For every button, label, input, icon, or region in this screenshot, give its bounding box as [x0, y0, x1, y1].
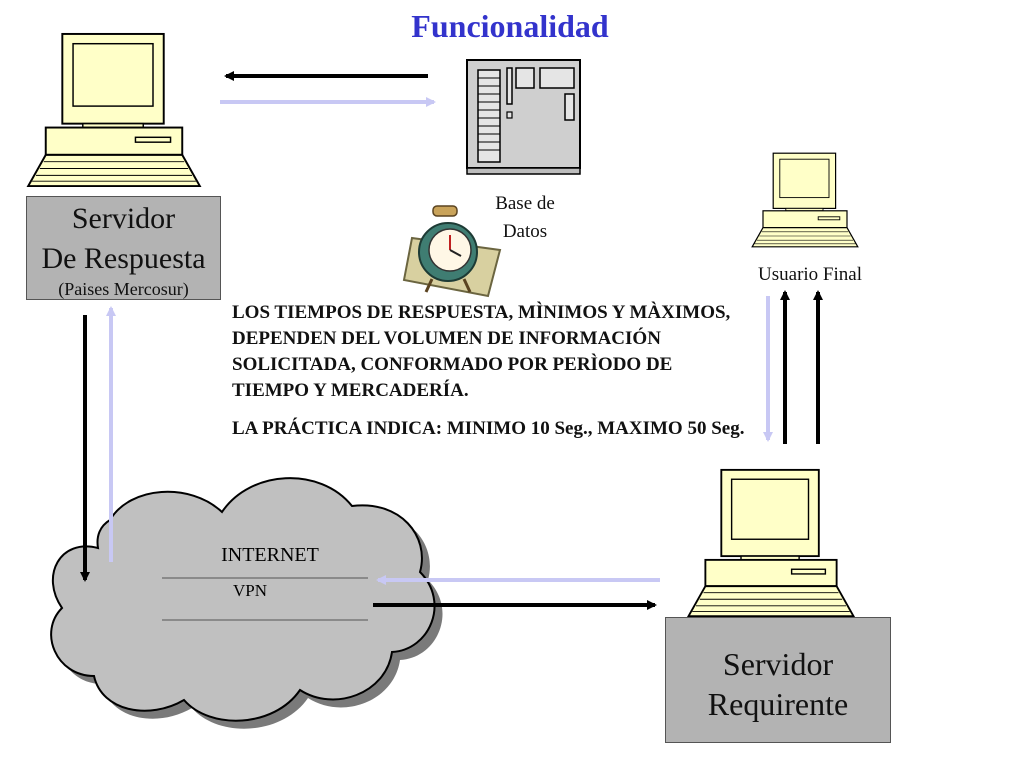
servidor-requirente-computer-icon [687, 468, 855, 618]
base-datos-server-tower-icon [466, 59, 581, 175]
servidor-requirente-label: Servidor Requirente [665, 617, 891, 743]
servidor-respuesta-computer-icon [27, 32, 201, 188]
servidor-requirente-line2: Requirente [707, 686, 849, 722]
internet-cloud-icon [50, 477, 443, 729]
servidor-respuesta-label: Servidor De Respuesta (Paises Mercosur) [26, 196, 221, 300]
page-title: Funcionalidad [411, 8, 609, 44]
info-paragraph-2: LA PRÁCTICA INDICA: MINIMO 10 Seg., MAXI… [232, 418, 745, 439]
internet-label: INTERNET [221, 544, 319, 566]
alarm-clock-icon [402, 205, 502, 298]
usuario-final-computer-icon [751, 152, 859, 248]
base-datos-line1: Base de [495, 193, 555, 214]
base-datos-line2: Datos [502, 221, 548, 242]
servidor-respuesta-line2: De Respuesta [41, 242, 206, 275]
servidor-respuesta-line1: Servidor [71, 202, 176, 235]
base-datos-label: Base de Datos [470, 190, 580, 246]
servidor-respuesta-subtitle: (Paises Mercosur) [58, 279, 189, 299]
vpn-label: VPN [232, 581, 267, 600]
info-text-block: LOS TIEMPOS DE RESPUESTA, MÌNIMOS Y MÀXI… [232, 300, 752, 454]
servidor-requirente-line1: Servidor [722, 646, 834, 682]
info-paragraph-1: LOS TIEMPOS DE RESPUESTA, MÌNIMOS Y MÀXI… [232, 302, 731, 401]
usuario-final-label: Usuario Final [758, 264, 862, 285]
